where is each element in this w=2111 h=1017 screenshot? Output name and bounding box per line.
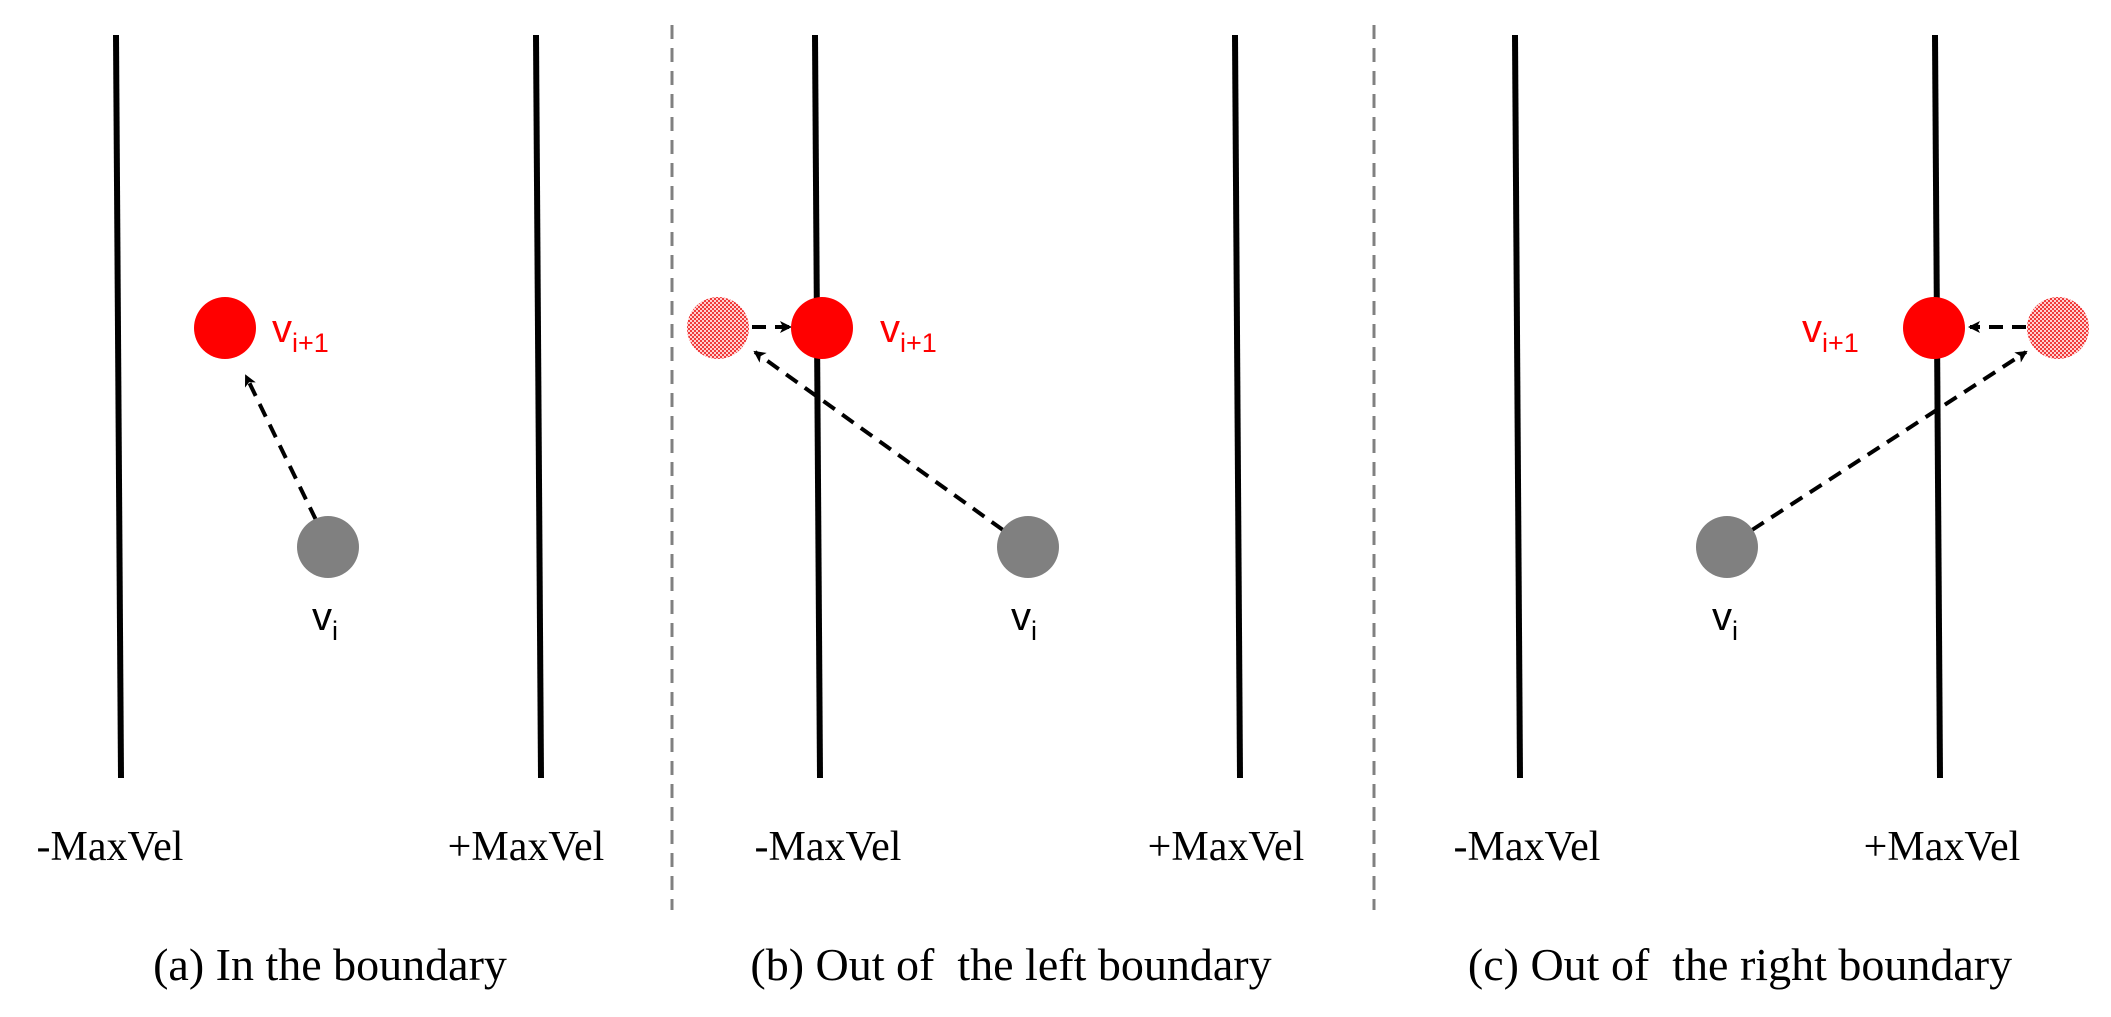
next-velocity-label: vi+1 [272, 307, 329, 358]
current-velocity-label: vi [1011, 595, 1037, 646]
left-boundary-label: -MaxVel [755, 824, 902, 870]
current-velocity-point [997, 516, 1059, 578]
next-velocity-label: vi+1 [1802, 307, 1859, 358]
left-boundary-line [812, 34, 823, 779]
current-velocity-label: vi [312, 595, 338, 646]
velocity-update-arrow [1750, 350, 2028, 532]
next-velocity-point [791, 297, 853, 359]
right-boundary-label: +MaxVel [1864, 824, 2021, 870]
right-boundary-line [1932, 34, 1943, 779]
panel-caption: (b) Out of the left boundary [750, 939, 1271, 990]
left-boundary-line [1512, 34, 1523, 779]
unclamped-velocity-point [687, 297, 749, 359]
panel-b: vi+1 vi -MaxVel +MaxVel (b) Out of the l… [687, 34, 1305, 990]
right-boundary-line [1232, 34, 1243, 779]
current-velocity-label: vi [1712, 595, 1738, 646]
panel-caption: (a) In the boundary [153, 939, 507, 990]
panel-c: vi+1 vi -MaxVel +MaxVel (c) Out of the r… [1454, 34, 2089, 990]
velocity-update-arrow [244, 374, 318, 521]
right-boundary-label: +MaxVel [1148, 824, 1305, 870]
current-velocity-point [1696, 516, 1758, 578]
left-boundary-label: -MaxVel [37, 824, 184, 870]
next-velocity-label: vi+1 [880, 307, 937, 358]
right-boundary-label: +MaxVel [448, 824, 605, 870]
unclamped-velocity-point [2027, 297, 2089, 359]
next-velocity-point [1903, 297, 1965, 359]
panel-a: vi+1 vi -MaxVel +MaxVel (a) In the bound… [37, 34, 605, 990]
left-boundary-label: -MaxVel [1454, 824, 1601, 870]
panel-caption: (c) Out of the right boundary [1468, 939, 2012, 990]
velocity-update-arrow [753, 350, 1005, 532]
right-boundary-line [533, 34, 544, 779]
left-boundary-line [113, 34, 124, 779]
current-velocity-point [297, 516, 359, 578]
next-velocity-point [194, 297, 256, 359]
